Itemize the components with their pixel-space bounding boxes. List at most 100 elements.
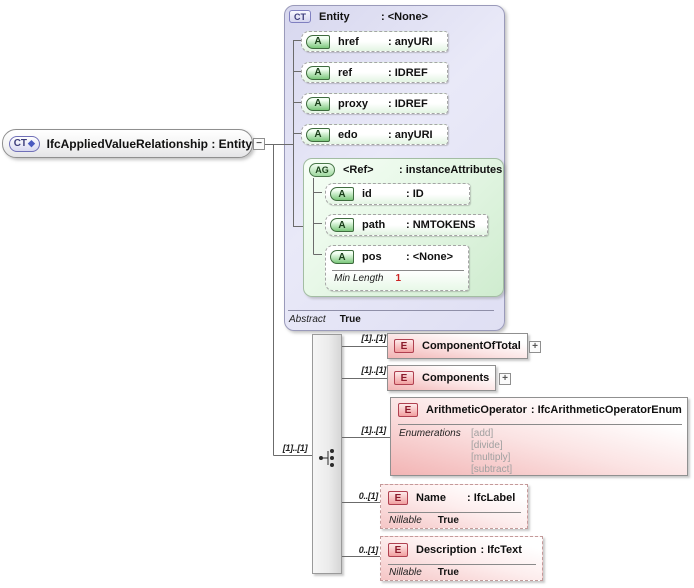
attribute-group-name: <Ref>	[343, 164, 374, 176]
facet-label: Nillable	[389, 567, 422, 578]
attribute-name: proxy	[338, 97, 368, 110]
ct-badge: CT	[289, 10, 311, 23]
cardinality-components: [1]..[1]	[361, 365, 386, 375]
entity-name: Entity	[319, 10, 350, 23]
enumerations-facet-label: Enumerations	[399, 428, 461, 439]
attribute-row-ref[interactable]: A ref : IDREF	[301, 62, 448, 83]
element-type: : IfcText	[480, 544, 522, 556]
element-badge: E	[394, 371, 414, 385]
element-name: Name	[416, 492, 446, 504]
attribute-badge: A	[306, 96, 330, 111]
element-title: E Name : IfcLabel	[381, 485, 527, 505]
element-name: Description	[416, 544, 477, 556]
attribute-row-edo[interactable]: A edo : anyURI	[301, 124, 448, 145]
attribute-type: : ID	[406, 188, 424, 200]
element-badge: E	[388, 543, 408, 557]
facet-label: Min Length	[334, 273, 384, 284]
sequence-bar[interactable]	[312, 334, 342, 574]
facet-label: Enumerations	[399, 428, 461, 439]
attribute-name: ref	[338, 66, 353, 79]
pos-title-row: A pos : <None>	[326, 246, 468, 268]
abstract-facet: Abstract True	[289, 314, 361, 325]
attribute-badge: A	[306, 127, 330, 142]
attribute-group-box[interactable]: AG <Ref> : instanceAttributes A id : ID …	[303, 158, 504, 297]
enum-value: [add]	[471, 428, 494, 439]
enum-value: [divide]	[471, 440, 503, 451]
attribute-row-id[interactable]: A id : ID	[325, 183, 470, 205]
separator	[288, 310, 494, 311]
attribute-name: path	[362, 219, 386, 231]
element-badge: E	[394, 339, 414, 353]
cardinality-arithmeticoperator: [1]..[1]	[361, 425, 386, 435]
attribute-row-href[interactable]: A href : anyURI	[301, 31, 448, 52]
element-description-optional[interactable]: E Description : IfcText Nillable True	[380, 536, 543, 581]
ag-badge: AG	[309, 163, 335, 177]
attribute-badge: A	[306, 34, 330, 49]
attribute-group-type: : instanceAttributes	[399, 164, 503, 176]
base-entity-box[interactable]: CT Entity : <None> A href : anyURI A ref…	[284, 5, 505, 331]
attribute-badge: A	[330, 250, 354, 264]
expand-button-componentoftotal[interactable]: +	[529, 341, 541, 353]
nillable-facet: Nillable True	[389, 515, 459, 526]
nillable-facet: Nillable True	[389, 567, 459, 578]
attribute-name: edo	[338, 128, 358, 141]
enum-value: [multiply]	[471, 452, 511, 463]
attribute-type: : anyURI	[388, 128, 433, 141]
attribute-badge: A	[330, 218, 354, 232]
root-complextype-box[interactable]: CT◆ IfcAppliedValueRelationship : Entity	[2, 129, 253, 158]
enumeration-values: [add] [divide] [multiply] [subtract]	[471, 428, 512, 476]
element-name: Components	[422, 372, 490, 384]
attribute-row-path[interactable]: A path : NMTOKENS	[325, 214, 488, 236]
minlength-facet: Min Length 1	[334, 273, 401, 284]
element-arithmeticoperator[interactable]: E ArithmeticOperator : IfcArithmeticOper…	[390, 397, 688, 476]
facet-value: True	[437, 567, 459, 578]
element-type: : IfcLabel	[467, 492, 516, 504]
attribute-type: : NMTOKENS	[406, 219, 476, 231]
attribute-row-pos[interactable]: A pos : <None> Min Length 1	[325, 245, 469, 291]
attribute-type: : anyURI	[388, 35, 433, 48]
element-name-optional[interactable]: E Name : IfcLabel Nillable True	[380, 484, 528, 529]
attribute-group-header: AG <Ref> : instanceAttributes	[309, 163, 502, 177]
attribute-name: href	[338, 35, 359, 48]
facet-label: Abstract	[289, 314, 326, 325]
attribute-row-proxy[interactable]: A proxy : IDREF	[301, 93, 448, 114]
facet-value: 1	[395, 273, 402, 284]
complextype-badge: CT◆	[9, 135, 40, 152]
collapse-button[interactable]: −	[253, 138, 265, 150]
element-componentoftotal[interactable]: E ComponentOfTotal	[387, 333, 528, 359]
cardinality-sequence: [1]..[1]	[282, 443, 308, 453]
cardinality-name: 0..[1]	[358, 491, 379, 501]
entity-type: : <None>	[381, 10, 429, 23]
attribute-name: id	[362, 188, 372, 200]
attribute-type: : IDREF	[388, 97, 428, 110]
separator	[388, 512, 521, 513]
facet-label: Nillable	[389, 515, 422, 526]
element-badge: E	[398, 403, 418, 417]
cardinality-description: 0..[1]	[358, 545, 379, 555]
element-title: E Description : IfcText	[381, 537, 542, 557]
element-components[interactable]: E Components	[387, 365, 496, 391]
element-badge: E	[388, 491, 408, 505]
element-title: E ComponentOfTotal	[388, 334, 527, 353]
attribute-type: : <None>	[406, 251, 454, 263]
complextype-badge-label: CT	[13, 138, 28, 149]
attribute-badge: A	[306, 65, 330, 80]
diamond-icon: ◆	[28, 138, 35, 148]
attribute-name: pos	[362, 251, 382, 263]
separator	[388, 564, 536, 565]
separator	[332, 270, 464, 271]
expand-button-components[interactable]: +	[499, 373, 511, 385]
cardinality-componentoftotal: [1]..[1]	[361, 333, 386, 343]
attribute-type: : IDREF	[388, 66, 428, 79]
separator	[398, 424, 682, 425]
entity-header: CT Entity : <None>	[289, 10, 428, 23]
enum-value: [subtract]	[471, 464, 513, 475]
element-type: : IfcArithmeticOperatorEnum	[530, 404, 682, 416]
facet-value: True	[437, 515, 459, 526]
attribute-badge: A	[330, 187, 354, 201]
facet-value: True	[339, 314, 361, 325]
root-title: IfcAppliedValueRelationship : Entity	[46, 136, 252, 151]
element-title: E Components	[388, 366, 495, 385]
element-name: ArithmeticOperator	[426, 404, 527, 416]
